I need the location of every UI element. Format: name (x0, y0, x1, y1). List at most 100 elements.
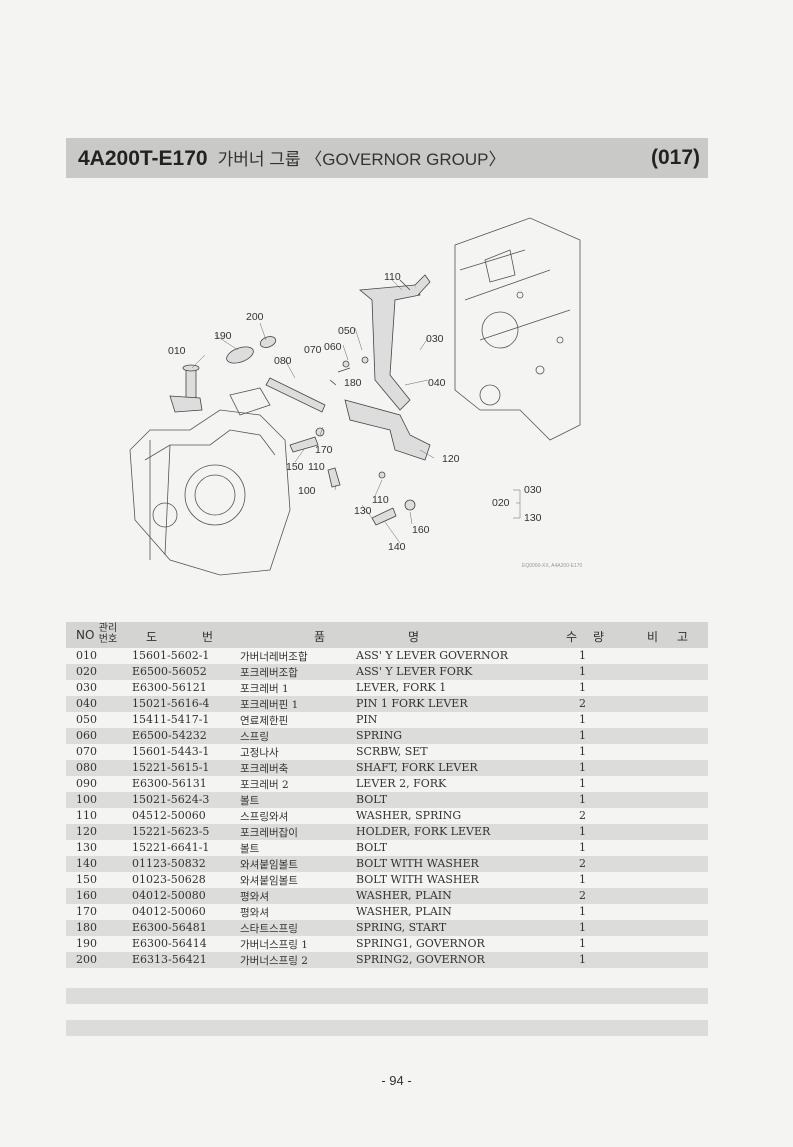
callout-label: 110 (384, 271, 401, 283)
part-name-english: HOLDER, FORK LEVER (356, 825, 491, 838)
blank-row (66, 1020, 708, 1036)
part-name-korean: 스프링 (240, 731, 269, 743)
page-number: - 94 - (381, 1073, 412, 1088)
callout-label: 060 (324, 341, 342, 353)
part-number: E6313-56421 (132, 953, 207, 966)
quantity: 1 (579, 729, 586, 742)
part-ref-no: 040 (76, 697, 97, 710)
part-name-korean: 와셔붙임볼트 (240, 859, 298, 871)
part-name-english: PIN 1 FORK LEVER (356, 697, 468, 710)
part-ref-no: 160 (76, 889, 97, 902)
quantity: 1 (579, 937, 586, 950)
header-no: NO (76, 628, 95, 642)
part-name-korean: 평와셔 (240, 907, 269, 919)
part-name-english: SPRING2, GOVERNOR (356, 953, 485, 966)
part-name-english: SPRING, START (356, 921, 447, 934)
quantity: 2 (579, 857, 586, 870)
group-title-bar: 4A200T-E170 가버너 그룹 〈GOVERNOR GROUP〉 (017… (66, 138, 708, 178)
callout-label: 140 (388, 541, 406, 553)
group-name: 가버너 그룹 〈GOVERNOR GROUP〉 (217, 150, 506, 169)
part-ref-no: 140 (76, 857, 97, 870)
callout-label: 180 (344, 377, 362, 389)
quantity: 1 (579, 713, 586, 726)
callout-label: 030 (524, 484, 542, 496)
part-number: 01023-50628 (132, 873, 206, 886)
part-number: 01123-50832 (132, 857, 206, 870)
part-name-english: WASHER, SPRING (356, 809, 462, 822)
callout-label: 190 (214, 330, 232, 342)
header-su: 수 (566, 630, 578, 644)
callout-label: 170 (315, 444, 333, 456)
group-code: 4A200T-E170 (78, 147, 208, 170)
part-name-english: WASHER, PLAIN (356, 889, 452, 902)
group-page-code: (017) (650, 146, 700, 169)
part-name-english: BOLT (356, 841, 388, 854)
governor-lever-illustration (169, 274, 431, 526)
part-name-korean: 볼트 (240, 843, 260, 855)
part-number: 04012-50080 (132, 889, 206, 902)
part-name-korean: 포크레버잡이 (240, 827, 298, 839)
part-ref-no: 120 (76, 825, 97, 838)
quantity: 1 (579, 921, 586, 934)
header-pum: 품 (314, 630, 326, 644)
part-number: 15411-5417-1 (132, 713, 210, 726)
part-ref-no: 030 (76, 681, 97, 694)
part-name-english: SPRING (356, 729, 402, 742)
part-ref-no: 190 (76, 937, 97, 950)
part-name-english: WASHER, PLAIN (356, 905, 452, 918)
callout-label: 120 (442, 453, 460, 465)
part-name-korean: 가버너스프링 2 (240, 955, 308, 967)
part-name-english: ASS' Y LEVER GOVERNOR (356, 649, 508, 662)
blank-row (66, 988, 708, 1004)
quantity: 1 (579, 761, 586, 774)
part-ref-no: 110 (76, 809, 97, 822)
part-name-english: SCRBW, SET (356, 745, 428, 758)
part-ref-no: 180 (76, 921, 97, 934)
quantity: 2 (579, 809, 586, 822)
part-ref-no: 080 (76, 761, 97, 774)
part-ref-no: 050 (76, 713, 97, 726)
callout-label: 080 (274, 355, 292, 367)
callout-label: 040 (428, 377, 446, 389)
part-number: 04512-50060 (132, 809, 206, 822)
part-ref-no: 010 (76, 649, 97, 662)
part-name-korean: 가버너스프링 1 (240, 939, 308, 951)
part-number: 15021-5624-3 (132, 793, 210, 806)
callout-label: 050 (338, 325, 356, 337)
exploded-parts-diagram: 110 200 190 010 080 070 060 050 030 180 … (129, 217, 583, 576)
diagram-reference-code: EQ0000-XX, A4A200-E170 (522, 563, 583, 569)
callout-label: 070 (304, 344, 322, 356)
quantity: 1 (579, 745, 586, 758)
callout-label: 130 (524, 512, 542, 524)
quantity: 1 (579, 905, 586, 918)
part-number: E6300-56121 (132, 681, 207, 694)
part-number: 15021-5616-4 (132, 697, 210, 710)
part-name-korean: 포크레버조합 (240, 667, 298, 679)
part-ref-no: 060 (76, 729, 97, 742)
engine-block-illustration (129, 217, 581, 576)
part-ref-no: 170 (76, 905, 97, 918)
header-gwanri-line2: 번호 (98, 634, 118, 645)
part-name-korean: 스타트스프링 (240, 923, 298, 935)
part-ref-no: 150 (76, 873, 97, 886)
header-myeong: 명 (408, 630, 420, 644)
callout-label: 020 (492, 497, 510, 509)
part-number: E6300-56481 (132, 921, 207, 934)
part-name-korean: 가버너레버조합 (240, 651, 308, 663)
part-number: E6300-56414 (132, 937, 207, 950)
callout-label: 130 (354, 505, 372, 517)
part-number: 15601-5443-1 (132, 745, 210, 758)
header-gwanri-line1: 관리 (98, 623, 118, 634)
callout-label: 030 (426, 333, 444, 345)
part-name-korean: 연료제한핀 (240, 715, 289, 727)
